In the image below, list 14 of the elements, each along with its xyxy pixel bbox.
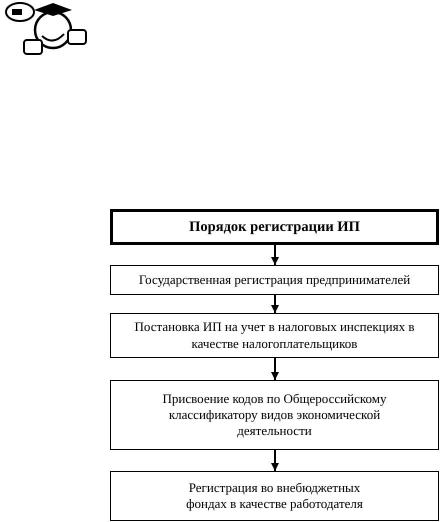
arrow	[271, 245, 279, 265]
step-text: Государственная регистрация предпринимателей	[138, 272, 410, 288]
process-box	[110, 265, 439, 295]
arrow	[271, 295, 279, 313]
title-box	[110, 209, 439, 245]
arrow	[271, 358, 279, 380]
step-text: Порядок регистрации ИП	[189, 218, 360, 236]
step-text: Присвоение кодов по Общероссийскому классификатору видов экономической деятельности	[162, 390, 388, 440]
step-text: Постановка ИП на учет в налоговых инспекциях в качестве налогоплательщиков	[134, 319, 416, 352]
process-box	[110, 471, 439, 521]
process-box	[110, 380, 439, 450]
process-box	[110, 313, 439, 358]
arrow	[271, 450, 279, 471]
step-text: Регистрация во внебюджетных фондах в качестве работодателя	[185, 480, 364, 512]
